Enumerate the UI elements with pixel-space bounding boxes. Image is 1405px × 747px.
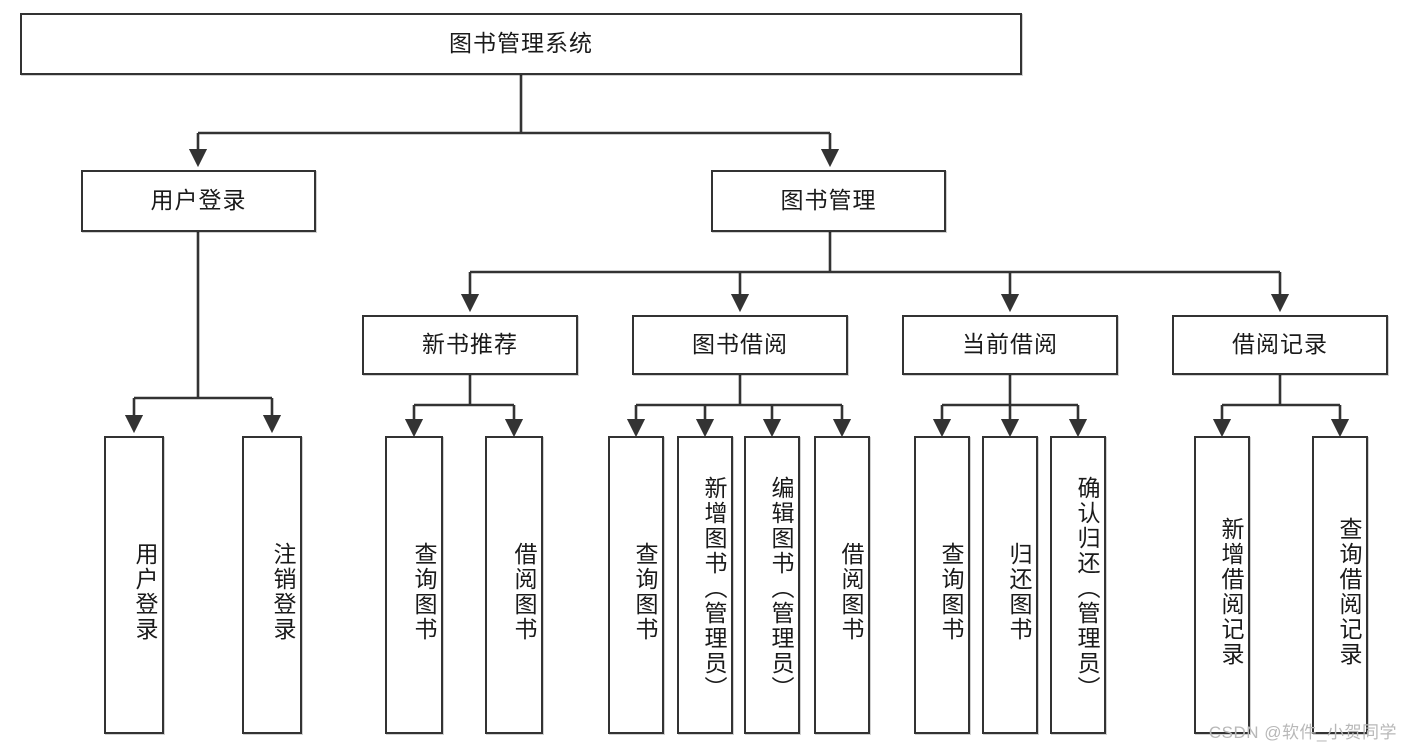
node-leaf-add-borrow-record[interactable]: 新增借阅记录	[1194, 436, 1250, 734]
node-leaf-query-book-1-label: 查询图书	[411, 542, 437, 642]
node-leaf-query-book-1[interactable]: 查询图书	[385, 436, 443, 734]
node-leaf-query-book-2[interactable]: 查询图书	[608, 436, 664, 734]
node-user-login[interactable]: 用户登录	[81, 170, 316, 232]
node-new-book-recommend-label: 新书推荐	[422, 331, 518, 358]
node-book-manage-label: 图书管理	[780, 187, 877, 214]
node-book-manage[interactable]: 图书管理	[711, 170, 946, 232]
node-leaf-confirm-return[interactable]: 确认归还（管理员）	[1050, 436, 1106, 734]
node-leaf-logout-login-label: 注销登录	[270, 542, 296, 642]
node-leaf-user-login[interactable]: 用户登录	[104, 436, 164, 734]
node-current-borrow[interactable]: 当前借阅	[902, 315, 1118, 375]
node-leaf-query-book-2-label: 查询图书	[632, 542, 658, 642]
node-leaf-logout-login[interactable]: 注销登录	[242, 436, 302, 734]
node-leaf-add-borrow-record-label: 新增借阅记录	[1218, 517, 1244, 667]
node-leaf-edit-book[interactable]: 编辑图书（管理员）	[744, 436, 800, 734]
watermark: CSDN @软件_小贺同学	[1208, 723, 1397, 742]
node-leaf-query-borrow-record-label: 查询借阅记录	[1336, 517, 1362, 667]
node-user-login-label: 用户登录	[150, 187, 247, 214]
node-leaf-query-book-3-label: 查询图书	[938, 542, 964, 642]
node-book-borrow-label: 图书借阅	[692, 331, 788, 358]
node-leaf-confirm-return-label: 确认归还（管理员）	[1074, 475, 1100, 701]
node-leaf-borrow-book-2-label: 借阅图书	[838, 542, 864, 642]
node-borrow-record[interactable]: 借阅记录	[1172, 315, 1388, 375]
node-root-label: 图书管理系统	[449, 30, 593, 57]
node-root[interactable]: 图书管理系统	[20, 13, 1022, 75]
node-leaf-borrow-book-2[interactable]: 借阅图书	[814, 436, 870, 734]
node-borrow-record-label: 借阅记录	[1232, 331, 1328, 358]
node-leaf-borrow-book-1-label: 借阅图书	[511, 542, 537, 642]
node-leaf-edit-book-label: 编辑图书（管理员）	[768, 475, 794, 701]
node-leaf-add-book[interactable]: 新增图书（管理员）	[677, 436, 733, 734]
node-leaf-query-book-3[interactable]: 查询图书	[914, 436, 970, 734]
node-leaf-query-borrow-record[interactable]: 查询借阅记录	[1312, 436, 1368, 734]
node-leaf-add-book-label: 新增图书（管理员）	[701, 475, 727, 701]
node-current-borrow-label: 当前借阅	[962, 331, 1058, 358]
node-leaf-user-login-label: 用户登录	[132, 542, 158, 642]
node-leaf-return-book-label: 归还图书	[1006, 542, 1032, 642]
node-leaf-return-book[interactable]: 归还图书	[982, 436, 1038, 734]
node-book-borrow[interactable]: 图书借阅	[632, 315, 848, 375]
node-leaf-borrow-book-1[interactable]: 借阅图书	[485, 436, 543, 734]
node-new-book-recommend[interactable]: 新书推荐	[362, 315, 578, 375]
